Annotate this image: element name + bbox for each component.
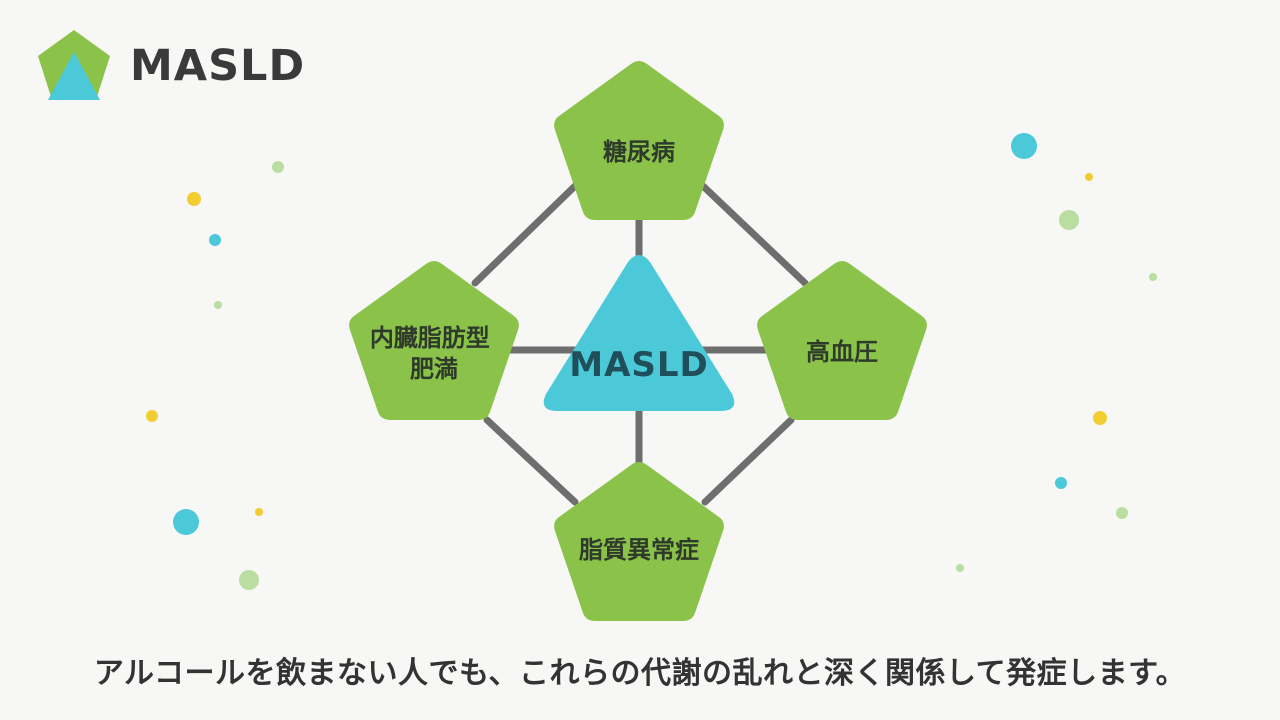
pentagon-shape [757, 261, 927, 420]
node-dyslipidemia: 脂質異常症 [554, 462, 724, 621]
dot [1085, 173, 1093, 181]
connector-top-right [699, 182, 809, 287]
connector-left-bottom [483, 416, 579, 506]
logo: MASLD [34, 26, 305, 106]
dot [1093, 411, 1107, 425]
dot [1011, 133, 1037, 159]
pentagon-triangle-logo-icon [38, 30, 110, 100]
dot [956, 564, 964, 572]
dot [209, 234, 221, 246]
dot [272, 161, 284, 173]
node-label: 内臓脂肪型 肥満 [370, 324, 498, 383]
node-label: 高血圧 [806, 338, 878, 366]
caption: アルコールを飲まない人でも、これらの代謝の乱れと深く関係して発症します。 [93, 656, 1187, 691]
node-label-line: 脂質異常症 [579, 536, 699, 564]
dot [173, 509, 199, 535]
pentagon-shape [554, 462, 724, 621]
center-label: MASLD [569, 345, 709, 385]
node-label-line: 内臓脂肪型 [370, 324, 490, 352]
center-node: MASLD [543, 255, 735, 411]
dot [214, 301, 222, 309]
connectors [471, 182, 809, 506]
node-hypertension: 高血圧 [757, 261, 927, 420]
node-label-line: 糖尿病 [603, 138, 675, 166]
dot [187, 192, 201, 206]
dot [239, 570, 259, 590]
center-triangle [543, 255, 735, 411]
node-label: 糖尿病 [603, 138, 675, 166]
dot [255, 508, 263, 516]
connector-top-left [471, 182, 579, 287]
node-label-line: 高血圧 [806, 338, 878, 366]
dot [1149, 273, 1157, 281]
dot [1059, 210, 1079, 230]
node-label: 脂質異常症 [579, 536, 699, 564]
dot [1116, 507, 1128, 519]
node-label-line: 肥満 [410, 355, 458, 383]
pentagon-shape [349, 261, 519, 420]
dot [146, 410, 158, 422]
node-visceral-obesity: 内臓脂肪型 肥満 [349, 261, 519, 420]
node-diabetes: 糖尿病 [554, 61, 724, 220]
connector-right-bottom [701, 416, 795, 506]
logo-text: MASLD [130, 40, 306, 91]
dot [1055, 477, 1067, 489]
pentagon-shape [554, 61, 724, 220]
